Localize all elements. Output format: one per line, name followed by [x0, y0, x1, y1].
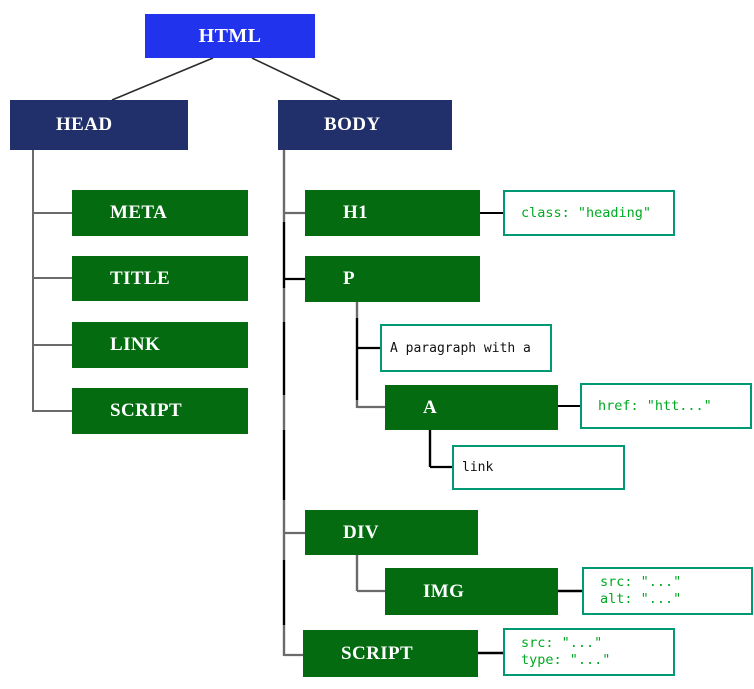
- text-node-paragraph[interactable]: A paragraph with a: [380, 324, 552, 372]
- text-node-link[interactable]: link: [452, 445, 625, 490]
- node-html[interactable]: HTML: [145, 14, 315, 58]
- node-body-script-label: SCRIPT: [341, 642, 414, 664]
- node-a[interactable]: A: [385, 385, 558, 430]
- node-div-label: DIV: [343, 521, 380, 543]
- attr-box-img[interactable]: src: "..." alt: "...": [582, 567, 753, 615]
- node-div[interactable]: DIV: [305, 510, 478, 555]
- attr-box-script[interactable]: src: "..." type: "...": [503, 628, 675, 676]
- node-body-script[interactable]: SCRIPT: [303, 630, 478, 677]
- text-node-paragraph-text: A paragraph with a: [390, 340, 531, 356]
- node-p[interactable]: P: [305, 256, 480, 302]
- attr-script-src-text: src: "...": [521, 635, 603, 651]
- node-head-label: HEAD: [56, 114, 113, 135]
- node-h1-label: H1: [343, 202, 369, 223]
- node-a-label: A: [423, 396, 438, 418]
- attr-img-alt-text: alt: "...": [600, 591, 682, 607]
- node-head[interactable]: HEAD: [10, 100, 188, 150]
- node-link[interactable]: LINK: [72, 322, 248, 368]
- node-meta-label: META: [110, 202, 168, 223]
- node-head-script[interactable]: SCRIPT: [72, 388, 248, 434]
- attr-script-type-text: type: "...": [521, 652, 611, 668]
- node-meta[interactable]: META: [72, 190, 248, 236]
- node-head-script-label: SCRIPT: [110, 400, 183, 421]
- attr-box-h1-class[interactable]: class: "heading": [503, 190, 675, 236]
- attr-box-a-href[interactable]: href: "htt...": [580, 383, 752, 429]
- node-html-label: HTML: [198, 24, 262, 47]
- node-p-label: P: [343, 268, 356, 289]
- attr-img-src-text: src: "...": [600, 574, 682, 590]
- node-img[interactable]: IMG: [385, 568, 558, 615]
- node-body[interactable]: BODY: [278, 100, 452, 150]
- wire-html-body: [251, 57, 341, 101]
- wire-html-head: [111, 57, 214, 101]
- node-body-label: BODY: [324, 114, 381, 135]
- attr-h1-class-text: class: "heading": [521, 204, 652, 221]
- node-img-label: IMG: [423, 580, 465, 602]
- attr-a-href-text: href: "htt...": [598, 397, 712, 414]
- node-h1[interactable]: H1: [305, 190, 480, 236]
- node-title-label: TITLE: [110, 267, 171, 289]
- text-node-link-text: link: [462, 460, 494, 475]
- node-link-label: LINK: [110, 334, 161, 355]
- node-title[interactable]: TITLE: [72, 256, 248, 301]
